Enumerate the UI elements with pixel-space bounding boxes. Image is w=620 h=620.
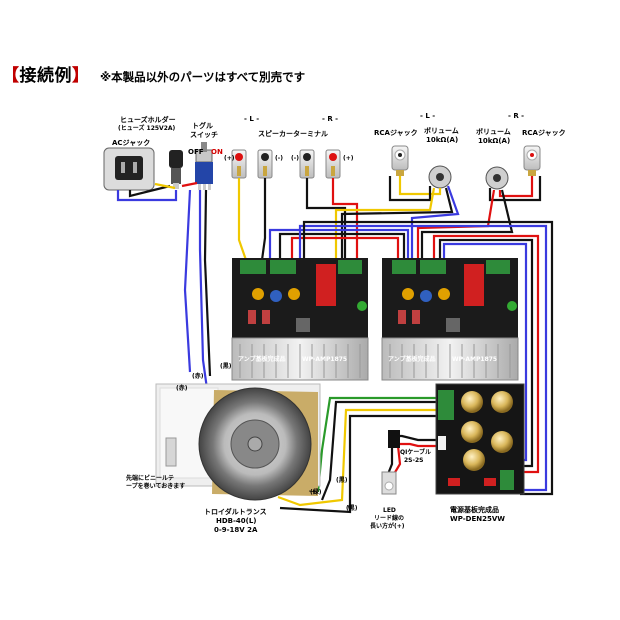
volume-l-label-1: ボリューム: [424, 127, 459, 135]
fuse-holder: [169, 150, 183, 189]
transformer-label-1: トロイダルトランス: [204, 508, 267, 516]
volume-l-label-2: 10kΩ(A): [426, 136, 459, 144]
volume-r: [485, 166, 509, 190]
ac-jack-label: ACジャック: [112, 139, 151, 147]
volume-r-label-2: 10kΩ(A): [478, 137, 511, 145]
speaker-terminal-label: スピーカーターミナル: [258, 130, 328, 138]
psu-label-1: 電源基板完成品: [450, 506, 499, 514]
rca-l-top-label: - L -: [420, 112, 436, 120]
qi-connector: [388, 430, 400, 448]
fuse-holder-label-1: ヒューズホルダー: [120, 116, 176, 124]
black-wire-label-1: (黒): [220, 363, 232, 370]
green-wire-label: (緑): [310, 489, 322, 496]
rca-r-jack-label: RCAジャック: [522, 129, 566, 137]
tape-note-2: ープを巻いておきます: [126, 483, 186, 490]
led-label-1: LED: [383, 507, 396, 514]
parts-note: ※本製品以外のパーツはすべて別売です: [100, 70, 306, 84]
on-label: ON: [211, 148, 223, 156]
transformer-label-2: HDB-40(L): [216, 517, 257, 525]
red-wire-label-1: (赤): [176, 385, 188, 392]
black-wire-label-3: (黒): [346, 505, 358, 512]
ac-jack: [103, 147, 155, 191]
toroidal-transformer: [155, 383, 321, 501]
amp2-name: アンプ基板完成品: [388, 356, 436, 363]
toggle-label-1: トグル: [192, 122, 213, 130]
led-label-3: 長い方が(+): [370, 523, 405, 530]
tape-note-1: 先端にビニールテ: [126, 475, 175, 482]
toggle-switch: [195, 142, 213, 190]
amp-board-1: [231, 258, 369, 381]
speaker-l-label: - L -: [244, 115, 260, 123]
rca-jack-r: [523, 145, 541, 176]
fuse-holder-label-2: (ヒューズ 125V2A): [118, 125, 176, 132]
label-pointers: [308, 490, 351, 513]
title-main: 接続例: [19, 66, 72, 86]
led-label-2: リード線の: [374, 515, 405, 522]
title-bracket-close: 】: [72, 66, 90, 86]
amp2-model: WP-AMP1875: [452, 356, 498, 363]
rca-jack-l: [391, 145, 409, 176]
volume-r-label-1: ボリューム: [476, 128, 511, 136]
qi-label-1: QIケーブル: [400, 449, 431, 456]
rca-r-top-label: - R -: [508, 112, 525, 120]
led: [381, 471, 397, 495]
amp1-model: WP-AMP1875: [302, 356, 348, 363]
rca-l-jack-label: RCAジャック: [374, 129, 418, 137]
speaker-r-label: - R -: [322, 115, 339, 123]
speaker-terminals: [231, 149, 341, 179]
amp-board-2: [381, 258, 519, 381]
power-board: [435, 383, 525, 495]
red-wire-label-2: (赤): [192, 373, 204, 380]
qi-label-2: 2S-2S: [404, 457, 424, 464]
speaker-plus-1: (+): [224, 155, 235, 162]
speaker-plus-2: (+): [343, 155, 354, 162]
speaker-minus-1: (-): [275, 155, 283, 162]
amp1-name: アンプ基板完成品: [238, 356, 286, 363]
off-label: OFF: [188, 148, 204, 156]
volume-l: [428, 165, 452, 189]
speaker-minus-2: (-): [291, 155, 299, 162]
toggle-label-2: スイッチ: [190, 131, 218, 139]
title-bracket-open: 【: [2, 66, 20, 86]
black-wire-label-2: (黒): [336, 477, 348, 484]
psu-label-2: WP-DEN25VW: [450, 515, 505, 523]
page-title: 【接続例】: [2, 68, 90, 85]
transformer-label-3: 0-9-18V 2A: [214, 526, 258, 534]
